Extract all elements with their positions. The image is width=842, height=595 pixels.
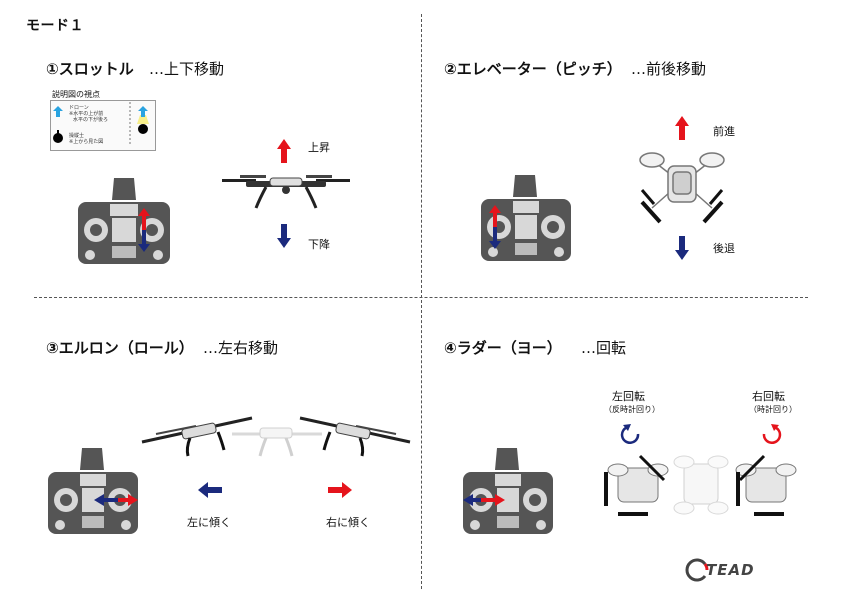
aileron-title: ③エルロン（ロール） [46, 339, 194, 357]
controller-elevator [481, 175, 571, 261]
drone-level [232, 427, 322, 457]
aileron-right-label: 右に傾く [326, 516, 370, 529]
elevator-subtitle: …前後移動 [630, 60, 706, 78]
stick-right-arrow-icon [118, 494, 138, 506]
legend-pilot-icon [53, 133, 63, 143]
section-throttle-heading: ①スロットル …上下移動 [46, 58, 224, 79]
tead-logo: TEAD [706, 561, 755, 579]
drone-tilt-right [299, 416, 411, 457]
throttle-up-label: 上昇 [308, 141, 330, 154]
elevator-forward-label: 前進 [713, 125, 735, 138]
stick-down-arrow-icon [489, 227, 501, 249]
rotate-cw-icon [762, 424, 782, 444]
stick-down-arrow-icon [138, 230, 150, 252]
controller-aileron [48, 448, 138, 534]
legend-view-cone [137, 115, 149, 124]
antenna-icon [495, 448, 519, 470]
legend-pilot-2-icon [138, 124, 148, 134]
antenna-icon [80, 448, 104, 470]
roll-right-arrow-icon [328, 482, 352, 498]
vertical-divider [421, 14, 422, 589]
stick-up-arrow-icon [138, 208, 150, 232]
forward-arrow-icon [675, 116, 689, 140]
viewpoint-legend: 説明図の視点 ドローン ※水平の上が前 水平の下が後ろ 操縦士 ※上から見た図 [50, 89, 156, 151]
elevator-title: ②エレベーター（ピッチ） [444, 60, 622, 78]
legend-graphics [53, 102, 149, 146]
horizontal-divider [34, 297, 808, 298]
legend-pilot-note: ※上から見た図 [69, 139, 104, 145]
legend-drone-note-1: ※水平の上が前 [69, 111, 104, 117]
legend-drone-label: ドローン [69, 105, 89, 111]
drones-yaw [604, 454, 797, 516]
throttle-subtitle: …上下移動 [148, 60, 224, 78]
drone-yaw-left [604, 454, 669, 516]
antenna-icon [112, 178, 136, 200]
roll-left-arrow-icon [198, 482, 222, 498]
rudder-right-note: （時計回り） [749, 405, 797, 414]
rudder-left-note: （反時計回り） [604, 405, 660, 414]
rotate-ccw-icon [620, 424, 640, 444]
legend-pilot-label: 操縦士 [69, 133, 85, 139]
drone-yaw-right [735, 454, 797, 516]
stick-up-arrow-icon [489, 205, 501, 229]
rudder-subtitle: …回転 [580, 339, 626, 357]
antenna-icon [513, 175, 537, 197]
stick-left-arrow-icon [463, 494, 483, 506]
section-aileron-heading: ③エルロン（ロール） …左右移動 [46, 337, 278, 358]
drone-side-view [222, 175, 350, 209]
rudder-right-label: 右回転 [752, 390, 785, 403]
drone-top-view [639, 152, 725, 224]
stick-right-arrow-icon [481, 494, 505, 506]
rudder-left-label: 左回転 [612, 390, 645, 403]
stick-left-arrow-icon [94, 494, 120, 506]
throttle-up-arrow-icon [277, 139, 291, 163]
section-rudder-heading: ④ラダー（ヨー） …回転 [444, 337, 626, 358]
legend-drone-arrow-icon [53, 106, 63, 117]
backward-arrow-icon [675, 236, 689, 260]
controller-rudder [463, 448, 553, 534]
legend-drone-note-2: 水平の下が後ろ [73, 117, 109, 123]
rudder-title: ④ラダー（ヨー） [444, 339, 562, 357]
legend-title: 説明図の視点 [52, 90, 100, 99]
legend-drone-arrow-2-icon [138, 106, 148, 117]
throttle-down-label: 下降 [308, 238, 330, 251]
section-elevator-heading: ②エレベーター（ピッチ） …前後移動 [444, 58, 706, 79]
controller-throttle [78, 178, 170, 264]
legend-box [50, 100, 156, 151]
tead-logo-mark-icon [685, 558, 709, 582]
drones-roll [141, 416, 411, 457]
elevator-backward-label: 後退 [713, 242, 735, 255]
throttle-title: ①スロットル [46, 60, 134, 78]
drone-tilt-left [141, 416, 253, 457]
drone-yaw-center [673, 455, 729, 515]
throttle-down-arrow-icon [277, 224, 291, 248]
mode-title: モード１ [26, 18, 84, 34]
aileron-left-label: 左に傾く [187, 516, 231, 529]
aileron-subtitle: …左右移動 [202, 339, 278, 357]
